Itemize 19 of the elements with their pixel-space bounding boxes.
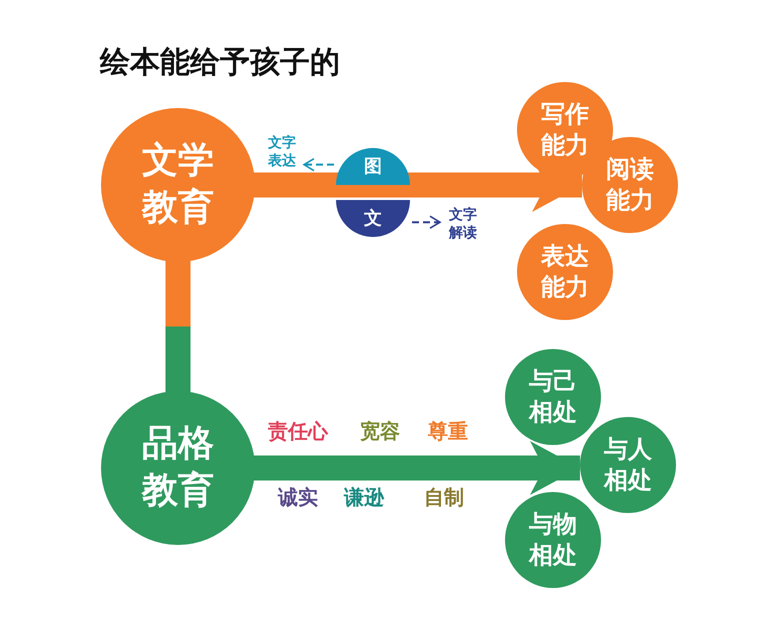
trait-word: 诚实	[278, 484, 318, 511]
trait-word: 谦逊	[344, 484, 384, 511]
side-note: 文字解读	[442, 203, 484, 245]
arrow	[412, 215, 441, 229]
topic-circle: 表达能力	[517, 224, 613, 320]
topic-circle: 与物相处	[505, 492, 601, 588]
trait-word: 自制	[424, 484, 464, 511]
arrow	[303, 158, 334, 172]
title: 绘本能给予孩子的	[100, 44, 340, 82]
side-note: 文字表达	[262, 132, 302, 172]
trait-word: 责任心	[268, 418, 328, 445]
trait-word: 宽容	[360, 418, 400, 445]
arrow	[253, 441, 580, 495]
topic-circle: 与己相处	[505, 349, 601, 445]
topic-circle: 文学教育	[101, 108, 255, 262]
trait-word: 尊重	[428, 418, 468, 445]
topic-circle: 品格教育	[101, 391, 255, 545]
topic-circle: 与人相处	[580, 417, 676, 513]
connector-bar	[166, 260, 190, 393]
